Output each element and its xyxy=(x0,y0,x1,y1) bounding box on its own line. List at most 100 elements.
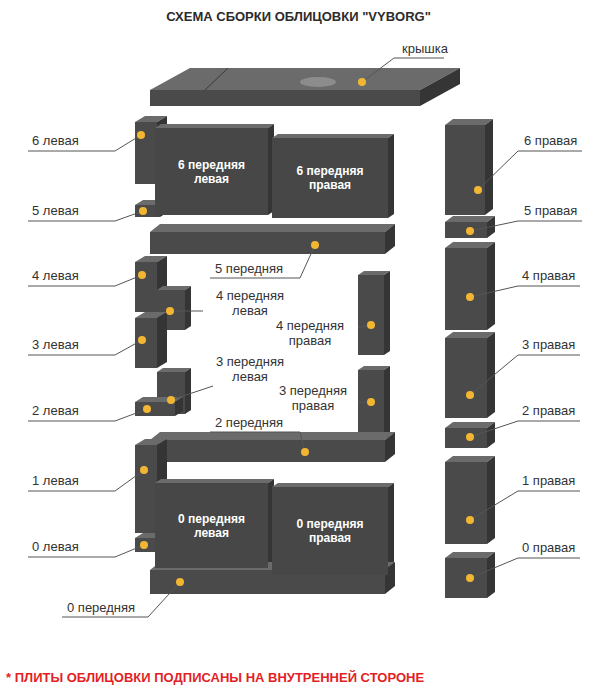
piece-side xyxy=(185,286,191,330)
marker-dot xyxy=(466,516,474,524)
piece-front xyxy=(445,428,487,448)
piece-side xyxy=(384,271,390,355)
piece-front xyxy=(445,558,487,598)
marker-dot xyxy=(466,574,474,582)
piece-top xyxy=(445,332,495,338)
cladding-piece xyxy=(135,312,167,368)
marker-dot xyxy=(466,293,474,301)
cladding-piece xyxy=(445,422,495,448)
piece-side xyxy=(385,224,395,254)
part-label: крышка xyxy=(400,41,450,56)
piece-side xyxy=(388,483,394,575)
leader-line xyxy=(470,355,580,395)
cladding-piece xyxy=(445,552,495,598)
part-label: 0 левая xyxy=(30,539,81,554)
cladding-piece xyxy=(358,271,390,355)
front-panel: 6 передняя правая xyxy=(272,138,388,218)
leader-line xyxy=(470,491,580,520)
piece-top xyxy=(445,216,495,222)
marker-dot xyxy=(311,241,319,249)
piece-top xyxy=(445,242,495,248)
marker-dot xyxy=(367,321,375,329)
part-label: 1 правая xyxy=(520,473,577,488)
diagram-title: СХЕМА СБОРКИ ОБЛИЦОВКИ "VYBORG" xyxy=(0,9,597,24)
cladding-piece xyxy=(150,224,395,254)
piece-front xyxy=(445,248,487,330)
part-label: 3 левая xyxy=(30,337,81,352)
piece-top xyxy=(157,368,191,372)
note-caption: * ПЛИТЫ ОБЛИЦОВКИ ПОДПИСАНЫ НА ВНУТРЕННЕ… xyxy=(6,670,424,685)
marker-dot xyxy=(358,78,366,86)
piece-front xyxy=(135,262,157,312)
piece-front xyxy=(155,483,268,568)
cladding-piece xyxy=(445,456,495,544)
piece-side xyxy=(487,456,495,544)
leader-line xyxy=(470,558,580,578)
leader-line xyxy=(28,470,144,491)
cladding-piece xyxy=(135,397,183,416)
piece-top xyxy=(150,432,395,440)
cladding-piece xyxy=(272,483,394,575)
part-label: 3 передняя левая xyxy=(205,354,295,384)
piece-side xyxy=(420,68,460,106)
cladding-piece xyxy=(155,479,274,568)
piece-side xyxy=(385,432,395,462)
cladding-piece xyxy=(150,68,460,106)
cladding-piece xyxy=(445,332,495,418)
leader-line xyxy=(470,286,580,297)
part-label: 3 правая xyxy=(520,337,577,352)
leader-line xyxy=(170,311,203,312)
marker-dot xyxy=(367,398,375,406)
marker-dot xyxy=(140,466,148,474)
piece-front xyxy=(358,370,384,440)
lid-joint xyxy=(205,68,228,90)
piece-front xyxy=(150,440,385,462)
part-label: 1 левая xyxy=(30,473,81,488)
marker-dot xyxy=(139,207,147,215)
leader-line xyxy=(62,582,180,617)
leader-line xyxy=(210,245,315,278)
piece-front xyxy=(272,138,388,218)
leader-line xyxy=(171,386,213,400)
part-label: 2 правая xyxy=(520,403,577,418)
marker-dot xyxy=(466,227,474,235)
cladding-piece xyxy=(150,432,395,462)
marker-dot xyxy=(301,448,309,456)
leader-line xyxy=(210,432,305,452)
piece-side xyxy=(175,397,183,416)
front-panel: 0 передняя правая xyxy=(272,487,388,575)
front-panel: 6 передняя левая xyxy=(155,128,268,215)
piece-front xyxy=(358,275,384,355)
piece-front xyxy=(135,402,175,416)
piece-top xyxy=(445,552,495,558)
part-label: 4 правая xyxy=(520,268,577,283)
part-label: 6 правая xyxy=(522,133,579,148)
piece-front xyxy=(150,90,420,106)
piece-side xyxy=(384,366,390,440)
marker-dot xyxy=(176,578,184,586)
part-label: 0 правая xyxy=(520,540,577,555)
leader-line xyxy=(470,421,580,437)
piece-front xyxy=(445,462,487,544)
cladding-piece xyxy=(272,134,394,218)
panel-label: 6 передняя правая xyxy=(288,164,372,192)
piece-front xyxy=(150,232,385,254)
piece-top xyxy=(445,422,495,428)
leader-line xyxy=(470,221,582,231)
piece-top xyxy=(157,286,191,290)
piece-side xyxy=(487,422,495,448)
piece-front xyxy=(135,318,157,368)
piece-front xyxy=(272,487,388,575)
part-label: 3 передняя правая xyxy=(268,383,358,413)
marker-dot xyxy=(166,307,174,315)
piece-side xyxy=(157,312,167,368)
marker-dot xyxy=(140,541,148,549)
panel-label: 0 передняя правая xyxy=(288,517,372,545)
part-label: 5 передняя xyxy=(213,261,285,276)
part-label: 5 левая xyxy=(30,203,81,218)
piece-side xyxy=(487,242,495,330)
marker-dot xyxy=(138,336,146,344)
marker-dot xyxy=(466,433,474,441)
front-panel: 0 передняя левая xyxy=(155,483,268,568)
